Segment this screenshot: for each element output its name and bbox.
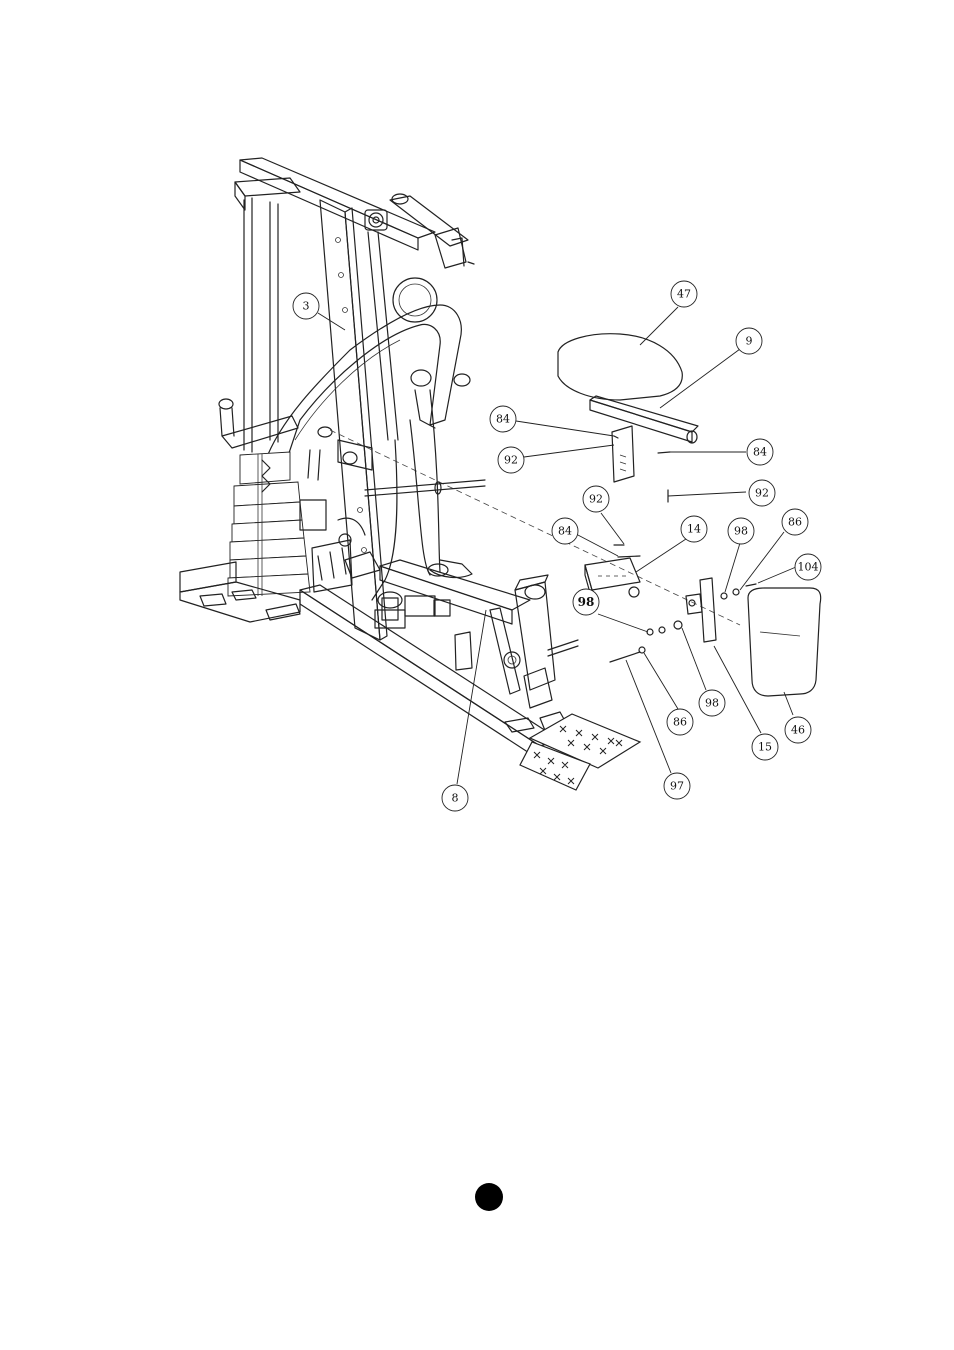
callout-84-upper: 84 xyxy=(490,406,516,432)
callout-label: 3 xyxy=(303,300,310,313)
weight-stack xyxy=(228,452,326,596)
callout-46: 46 xyxy=(785,717,811,743)
callout-label: 92 xyxy=(589,493,603,506)
callout-98-top: 98 xyxy=(728,518,754,544)
callout-label: 47 xyxy=(677,288,691,301)
callout-label: 97 xyxy=(670,780,684,793)
callout-label: 92 xyxy=(504,454,518,467)
callout-label: 84 xyxy=(496,413,510,426)
seat-pad-47 xyxy=(558,334,682,400)
callout-86-top: 86 xyxy=(782,509,808,535)
callout-label: 8 xyxy=(452,792,459,805)
callout-label: 92 xyxy=(755,487,769,500)
callout-92-left: 92 xyxy=(498,447,524,473)
callout-9: 9 xyxy=(736,328,762,354)
callout-label: 84 xyxy=(558,525,572,538)
callout-84-right: 84 xyxy=(747,439,773,465)
callout-label: 98 xyxy=(734,525,748,538)
callout-3: 3 xyxy=(293,293,319,319)
callout-98-left: 98 xyxy=(573,589,599,615)
callout-label: 9 xyxy=(746,335,753,348)
callout-92-right: 92 xyxy=(749,480,775,506)
callout-label: 86 xyxy=(788,516,802,529)
callout-label: 15 xyxy=(758,741,772,754)
hardware xyxy=(610,584,756,662)
callout-label: 104 xyxy=(798,561,819,574)
callout-97: 97 xyxy=(664,773,690,799)
callout-86-bottom: 86 xyxy=(667,709,693,735)
callout-8: 8 xyxy=(442,785,468,811)
callout-84-middle: 84 xyxy=(552,518,578,544)
page-marker-dot xyxy=(475,1183,503,1211)
callout-label: 46 xyxy=(791,724,805,737)
callout-15: 15 xyxy=(752,734,778,760)
callout-47: 47 xyxy=(671,281,697,307)
callout-label: 98 xyxy=(578,595,595,609)
callout-label: 84 xyxy=(753,446,767,459)
leg-extension-assembly xyxy=(380,560,640,790)
callout-14: 14 xyxy=(681,516,707,542)
callout-label: 86 xyxy=(673,716,687,729)
backrest-pad-46 xyxy=(748,588,821,696)
callout-104: 104 xyxy=(795,554,821,580)
backrest-bracket-15 xyxy=(686,578,716,642)
callout-label: 98 xyxy=(705,697,719,710)
seat-frame-9 xyxy=(590,396,698,502)
callout-label: 14 xyxy=(687,523,701,536)
callout-92-middle: 92 xyxy=(583,486,609,512)
callout-98-bottom: 98 xyxy=(699,690,725,716)
